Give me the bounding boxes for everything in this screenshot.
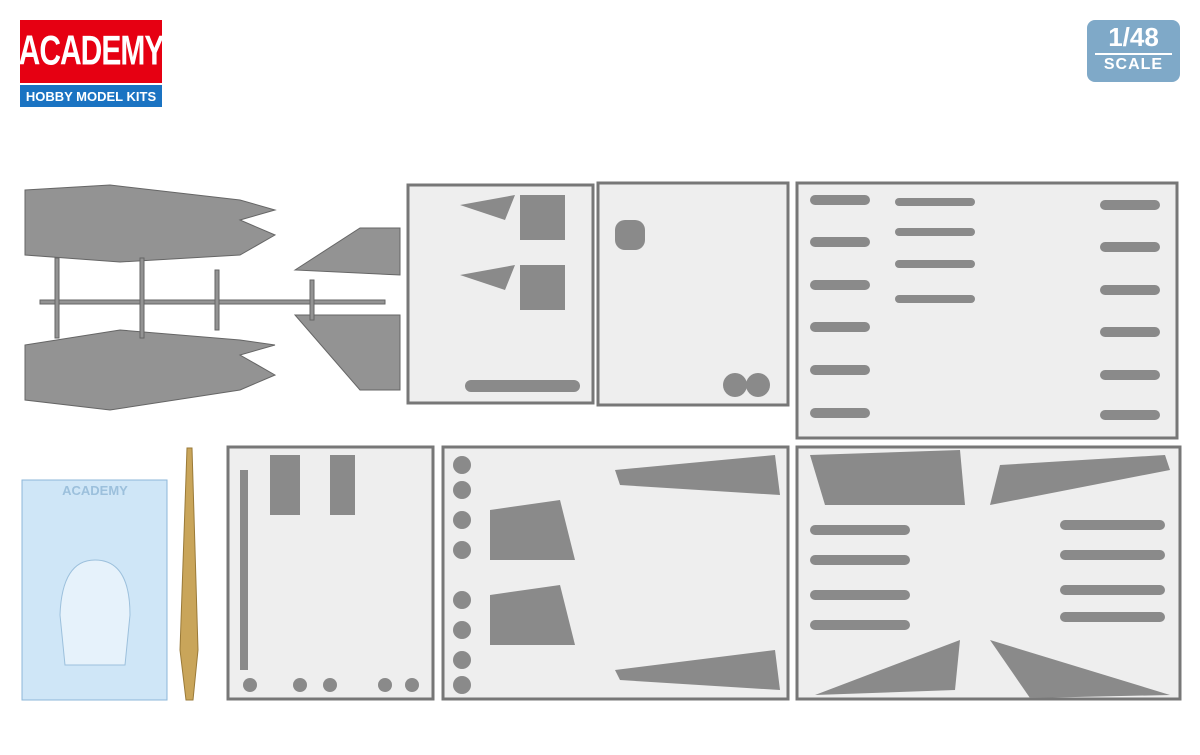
scale-badge: 1/48 SCALE [1087, 20, 1180, 82]
academy-logo: ACADEMY HOBBY MODEL KITS [18, 20, 165, 107]
clear-sprue-embossed-text: ACADEMY [62, 483, 128, 498]
clear-canopy-sprue [21, 479, 168, 701]
brand-tagline: HOBBY MODEL KITS [20, 85, 162, 107]
scale-label: SCALE [1103, 56, 1164, 73]
fuselage-sprue [24, 184, 401, 411]
scale-ratio: 1/48 [1108, 22, 1159, 52]
brass-pitot-tube [179, 447, 199, 701]
sprue-parts [240, 195, 1170, 698]
brand-name: ACADEMY [18, 27, 165, 74]
